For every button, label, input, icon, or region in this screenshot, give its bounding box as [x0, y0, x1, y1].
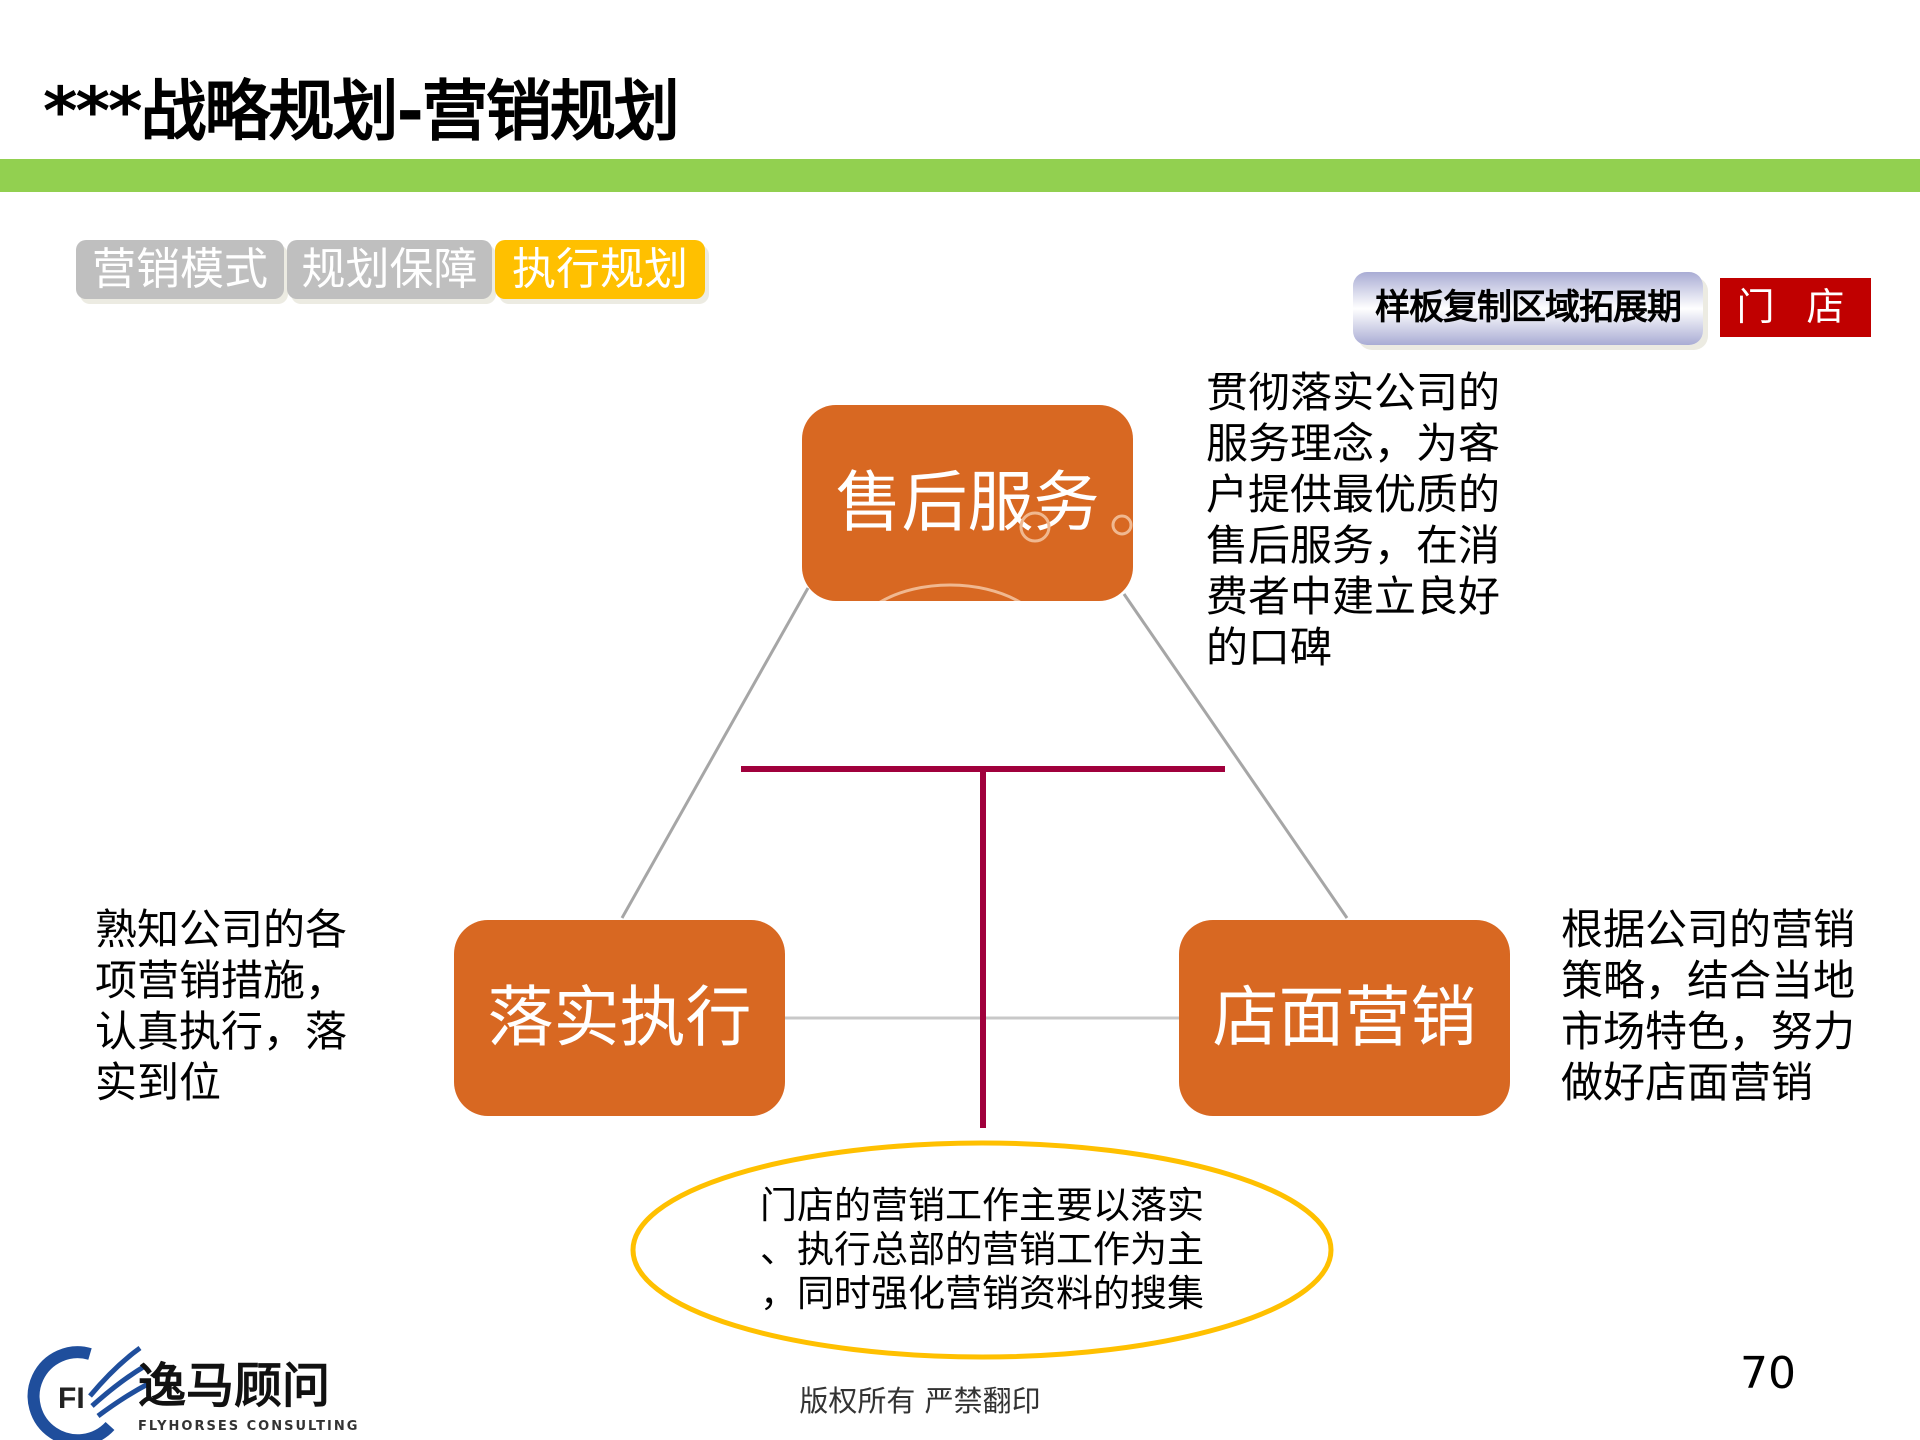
page-title: ***战略规划-营销规划 [43, 73, 680, 150]
flyhorses-logo: FI 逸马顾问 FLYHORSES CONSULTING [27, 1345, 359, 1440]
tab-execution-plan[interactable]: 执行规划 [495, 240, 705, 299]
page-number: 70 [1740, 1348, 1796, 1399]
decorative-circles-icon [879, 511, 1133, 601]
tab-planning-guarantee[interactable]: 规划保障 [287, 240, 492, 299]
box-store-marketing: 店面营销 [1179, 920, 1510, 1116]
tab-marketing-model[interactable]: 营销模式 [76, 240, 284, 299]
title-underline-bar [0, 159, 1920, 192]
stage-badge: 样板复制区域拓展期 [1353, 272, 1703, 345]
svg-text:逸马顾问: 逸马顾问 [138, 1358, 330, 1414]
connector-top-left [620, 587, 810, 919]
box-after-sales-service: 售后服务 [802, 405, 1133, 601]
implementation-description: 熟知公司的各 项营销措施， 认真执行，落 实到位 [95, 905, 348, 1107]
store-marketing-description: 根据公司的营销 策略，结合当地 市场特色，努力 做好店面营销 [1561, 905, 1856, 1107]
store-badge: 门 店 [1720, 278, 1871, 337]
svg-text:FLYHORSES CONSULTING: FLYHORSES CONSULTING [138, 1419, 359, 1434]
connector-top-right [1122, 593, 1349, 919]
svg-text:FI: FI [58, 1382, 85, 1415]
summary-text: 门店的营销工作主要以落实 、执行总部的营销工作为主 ，同时强化营销资料的搜集 [760, 1184, 1204, 1315]
box-implementation: 落实执行 [454, 920, 785, 1116]
copyright-notice: 版权所有 严禁翻印 [799, 1384, 1041, 1418]
after-sales-description: 贯彻落实公司的 服务理念，为客 户提供最优质的 售后服务，在消 费者中建立良好 … [1206, 368, 1501, 672]
summary-ellipse [630, 1140, 1334, 1360]
box-label: 售后服务 [835, 464, 1100, 541]
